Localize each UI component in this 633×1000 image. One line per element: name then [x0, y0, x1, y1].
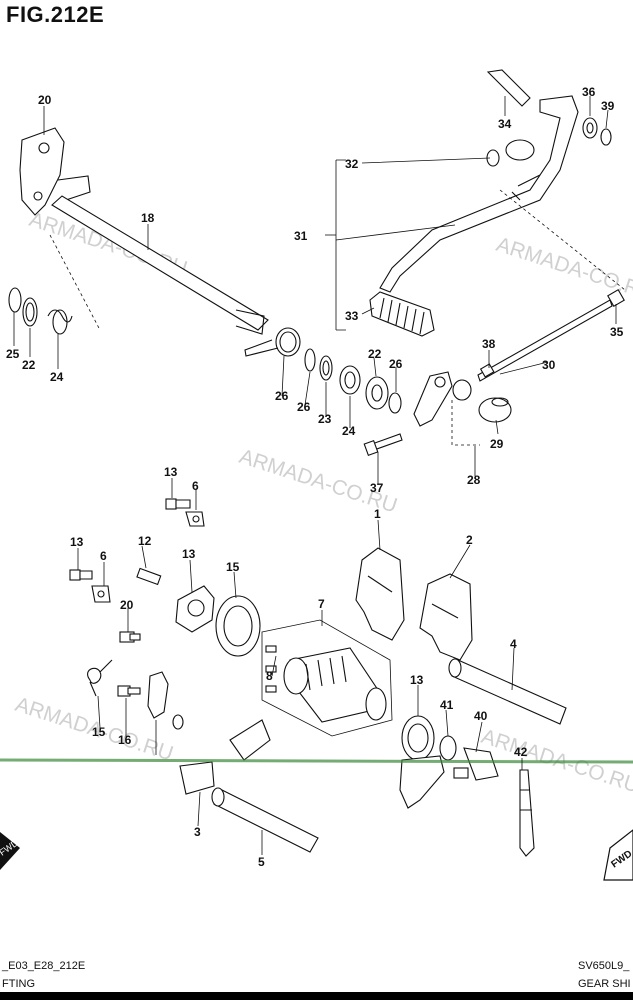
callout-19: 20	[38, 93, 52, 107]
leader-lines	[13, 96, 617, 855]
callout-16: 16	[118, 733, 132, 747]
callout-25: 26	[275, 389, 289, 403]
part-bolt-36	[363, 433, 403, 457]
callout-37: 38	[482, 337, 496, 351]
callout-13: 13	[164, 465, 178, 479]
part-shift-lever-bracket	[19, 127, 91, 216]
part-shift-pedal	[369, 95, 579, 337]
callout-22: 23	[318, 412, 332, 426]
part-bolt-13-lower	[69, 569, 111, 603]
bracket-lines	[335, 159, 346, 331]
callout-30: 31	[294, 229, 308, 243]
part-fork-39	[399, 747, 499, 809]
callout-27: 28	[467, 473, 481, 487]
callout-22: 22	[22, 358, 36, 372]
callout-4: 4	[510, 637, 517, 651]
part-center-washers	[304, 348, 402, 414]
part-fork-shaft-5	[211, 787, 319, 853]
callout-33: 34	[498, 117, 512, 131]
part-pin-9	[136, 567, 162, 586]
part-shift-fork-2	[419, 573, 473, 661]
part-tie-rod	[477, 289, 625, 382]
callout-38: 39	[601, 99, 615, 113]
part-shift-fork-1	[355, 547, 405, 641]
part-stopper-lever	[147, 671, 184, 730]
callout-40: 41	[440, 698, 454, 712]
callout-34: 35	[610, 325, 624, 339]
callout-20: 20	[120, 598, 134, 612]
part-bolt-13-upper	[165, 498, 205, 527]
callout-29: 30	[542, 358, 556, 372]
part-shift-arm	[413, 371, 472, 427]
callout-9: 12	[138, 534, 152, 548]
part-shift-fork-3	[179, 719, 271, 795]
callout-12: 13	[410, 673, 424, 687]
callout-6: 6	[100, 549, 107, 563]
callout-26: 25	[6, 347, 20, 361]
part-joint-cap	[478, 397, 512, 423]
callout-11: 15	[226, 560, 240, 574]
callout-32: 33	[345, 309, 359, 323]
callout-23: 24	[342, 424, 356, 438]
part-bearing-12	[401, 715, 435, 761]
callout-3: 3	[194, 825, 201, 839]
part-washer-40	[439, 735, 457, 761]
callout-35: 36	[582, 85, 596, 99]
part-pivot-hardware	[486, 69, 612, 167]
part-bolt-16	[117, 685, 141, 697]
scan-artifact-line	[0, 758, 633, 764]
callout-42: 42	[514, 745, 528, 759]
callout-26: 26	[297, 400, 311, 414]
part-fork-shaft-4	[448, 658, 567, 725]
callout-6: 6	[192, 479, 199, 493]
figure-title: FIG.212E	[6, 2, 105, 27]
footer-code-left: _E03_E28_212E	[2, 960, 86, 972]
callout-26: 26	[389, 357, 403, 371]
callout-2: 2	[466, 533, 473, 547]
callout-13: 13	[70, 535, 84, 549]
footer-title-right: GEAR SHI	[578, 978, 631, 990]
callout-10: 13	[182, 547, 196, 561]
fwd-arrow-right: FWD	[603, 829, 633, 881]
callout-28: 29	[490, 437, 504, 451]
part-stopper-10	[175, 585, 215, 633]
callout-7: 7	[318, 597, 325, 611]
part-bearing-11	[215, 595, 261, 657]
footer-title-left: FTING	[2, 978, 35, 990]
callout-1: 1	[374, 507, 381, 521]
part-shift-cam-7	[261, 619, 393, 737]
bottom-border-bar	[0, 992, 633, 1000]
callout-36: 37	[370, 481, 384, 495]
callout-numbers: 20 18 25 22 24 26 26 23 24 22 26 32 31 3…	[6, 85, 624, 869]
callout-31: 32	[345, 157, 359, 171]
callout-21: 22	[368, 347, 382, 361]
callout-24: 24	[50, 370, 64, 384]
part-gearshift-shaft	[51, 195, 269, 335]
callout-15: 15	[92, 725, 106, 739]
callout-18: 18	[141, 211, 155, 225]
callout-8: 8	[266, 669, 273, 683]
callout-39: 40	[474, 709, 488, 723]
fwd-arrow-left: FWD	[0, 832, 20, 870]
part-guide-pin-42	[519, 769, 535, 857]
part-spring-15	[87, 659, 113, 697]
callout-5: 5	[258, 855, 265, 869]
part-return-spring	[244, 327, 301, 357]
part-screw-20	[119, 631, 141, 643]
footer-code-right: SV650L9_	[578, 960, 630, 972]
part-left-washers	[8, 287, 73, 335]
